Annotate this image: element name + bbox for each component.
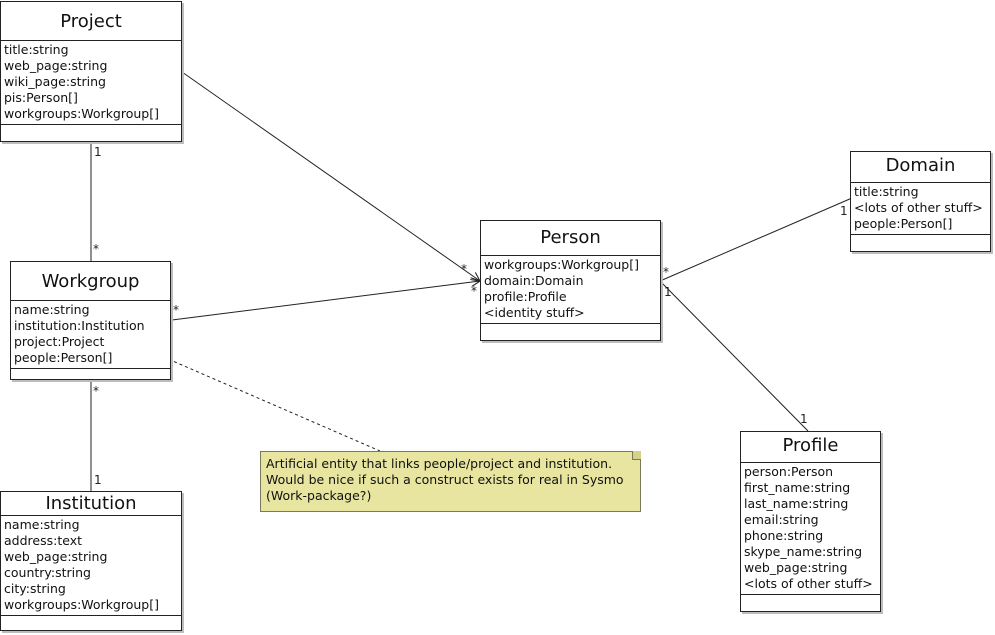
multiplicity-label: * <box>461 262 467 276</box>
multiplicity-label: 1 <box>800 412 808 426</box>
class-domain-name: Domain <box>851 152 990 183</box>
attribute: email:string <box>744 512 819 527</box>
note-fold-corner <box>632 451 641 460</box>
multiplicity-label: 1 <box>94 145 102 159</box>
association-workgroup-person <box>171 281 480 321</box>
class-profile[interactable]: Profile person:Person first_name:string … <box>740 431 881 612</box>
class-person-operations <box>481 324 660 342</box>
class-project[interactable]: Project title:string web_page:string wik… <box>0 1 182 142</box>
multiplicity-label: * <box>93 384 99 398</box>
attribute: skype_name:string <box>744 544 863 559</box>
attribute: phone:string <box>744 528 824 543</box>
multiplicity-label: 1 <box>664 285 672 299</box>
attribute: profile:Profile <box>484 289 567 304</box>
attribute: people:Person[] <box>14 350 113 365</box>
attribute: wiki_page:string <box>4 74 106 89</box>
class-profile-attributes: person:Person first_name:string last_nam… <box>741 463 880 595</box>
multiplicity-label: * <box>471 284 477 298</box>
attribute: city:string <box>4 581 66 596</box>
attribute: workgroups:Workgroup[] <box>484 257 639 272</box>
attribute: name:string <box>14 302 90 317</box>
class-institution-operations <box>1 616 181 622</box>
attribute: name:string <box>4 517 80 532</box>
association-person-profile <box>659 280 809 432</box>
class-project-attributes: title:string web_page:string wiki_page:s… <box>1 41 181 125</box>
class-person[interactable]: Person workgroups:Workgroup[] domain:Dom… <box>480 220 661 341</box>
class-workgroup[interactable]: Workgroup name:string institution:Instit… <box>10 261 171 380</box>
class-institution-name: Institution <box>1 492 181 516</box>
class-project-name: Project <box>1 2 181 41</box>
attribute: last_name:string <box>744 496 849 511</box>
note-anchor-line <box>151 351 381 452</box>
attribute: workgroups:Workgroup[] <box>4 106 159 121</box>
attribute: pis:Person[] <box>4 90 78 105</box>
attribute: people:Person[] <box>854 216 953 231</box>
class-domain-attributes: title:string <lots of other stuff> peopl… <box>851 183 990 235</box>
attribute: address:text <box>4 533 82 548</box>
class-domain[interactable]: Domain title:string <lots of other stuff… <box>850 151 991 252</box>
note[interactable]: Artificial entity that links people/proj… <box>260 451 641 512</box>
attribute: <identity stuff> <box>484 305 585 320</box>
multiplicity-label: 1 <box>94 473 102 487</box>
class-profile-name: Profile <box>741 432 880 463</box>
note-text: Artificial entity that links people/proj… <box>266 456 624 503</box>
multiplicity-label: * <box>173 303 179 317</box>
attribute: title:string <box>854 184 919 199</box>
attribute: <lots of other stuff> <box>744 576 873 591</box>
attribute: workgroups:Workgroup[] <box>4 597 159 612</box>
class-institution-attributes: name:string address:text web_page:string… <box>1 516 181 616</box>
attribute: project:Project <box>14 334 105 349</box>
association-project-person <box>181 71 480 281</box>
class-workgroup-attributes: name:string institution:Institution proj… <box>11 301 170 369</box>
attribute: domain:Domain <box>484 273 584 288</box>
class-workgroup-name: Workgroup <box>11 262 170 301</box>
association-person-domain <box>659 197 853 282</box>
attribute: <lots of other stuff> <box>854 200 983 215</box>
attribute: web_page:string <box>744 560 848 575</box>
class-domain-operations <box>851 235 990 253</box>
attribute: person:Person <box>744 464 834 479</box>
multiplicity-label: 1 <box>840 204 848 218</box>
class-person-name: Person <box>481 221 660 256</box>
attribute: country:string <box>4 565 91 580</box>
class-institution[interactable]: Institution name:string address:text web… <box>0 491 182 631</box>
attribute: title:string <box>4 42 69 57</box>
class-person-attributes: workgroups:Workgroup[] domain:Domain pro… <box>481 256 660 324</box>
class-project-operations <box>1 125 181 143</box>
class-profile-operations <box>741 595 880 613</box>
attribute: first_name:string <box>744 480 851 495</box>
attribute: web_page:string <box>4 58 108 73</box>
attribute: web_page:string <box>4 549 108 564</box>
attribute: institution:Institution <box>14 318 145 333</box>
class-workgroup-operations <box>11 369 170 387</box>
multiplicity-label: * <box>93 242 99 256</box>
multiplicity-label: * <box>663 265 669 279</box>
